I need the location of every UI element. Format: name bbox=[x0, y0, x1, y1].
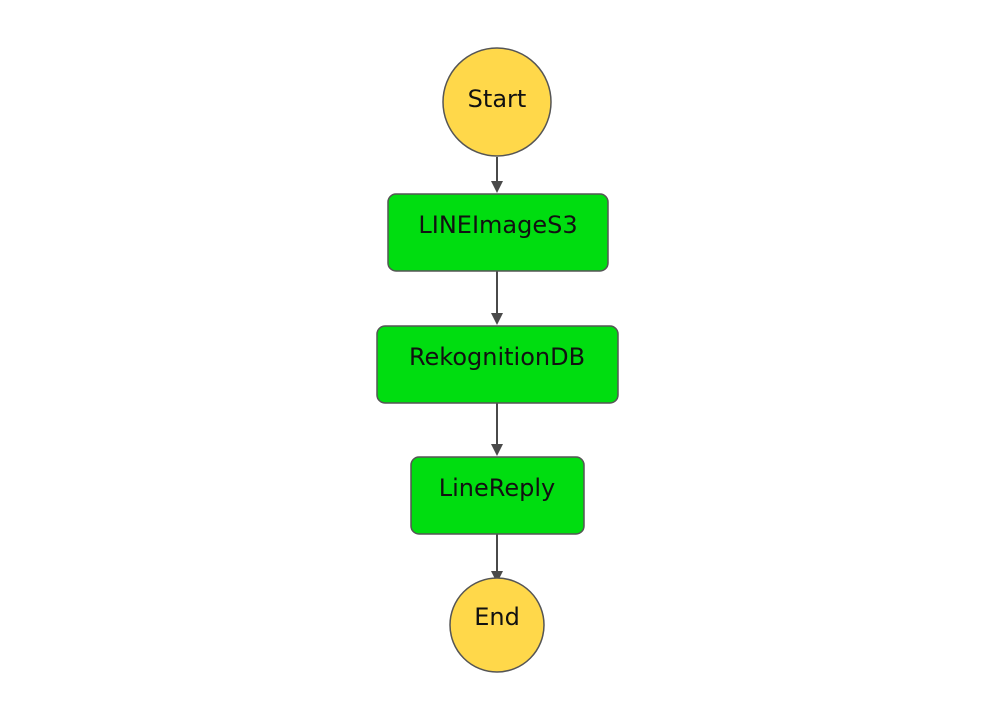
lineimages3-node[interactable]: LINEImageS3 bbox=[387, 193, 609, 272]
rekognitiondb-node-label: RekognitionDB bbox=[409, 343, 585, 371]
lineimages3-node-shape bbox=[387, 193, 609, 272]
start-node-shape bbox=[442, 47, 552, 157]
end-node[interactable]: End bbox=[449, 577, 545, 673]
end-node-label: End bbox=[474, 603, 520, 631]
start-node[interactable]: Start bbox=[442, 47, 552, 157]
edge-start-to-lineimages3 bbox=[491, 157, 503, 193]
linereply-node-shape bbox=[410, 456, 585, 535]
edge-linereply-to-end bbox=[491, 534, 503, 583]
rekognitiondb-node-shape bbox=[376, 325, 619, 404]
start-node-label: Start bbox=[468, 85, 527, 113]
rekognitiondb-node[interactable]: RekognitionDB bbox=[376, 325, 619, 404]
edge-rekognitiondb-to-linereply bbox=[491, 403, 503, 456]
linereply-node[interactable]: LineReply bbox=[410, 456, 585, 535]
linereply-node-label: LineReply bbox=[439, 474, 555, 502]
edge-lineimages3-to-rekognitiondb bbox=[491, 271, 503, 325]
lineimages3-node-label: LINEImageS3 bbox=[418, 211, 577, 239]
end-node-shape bbox=[449, 577, 545, 673]
